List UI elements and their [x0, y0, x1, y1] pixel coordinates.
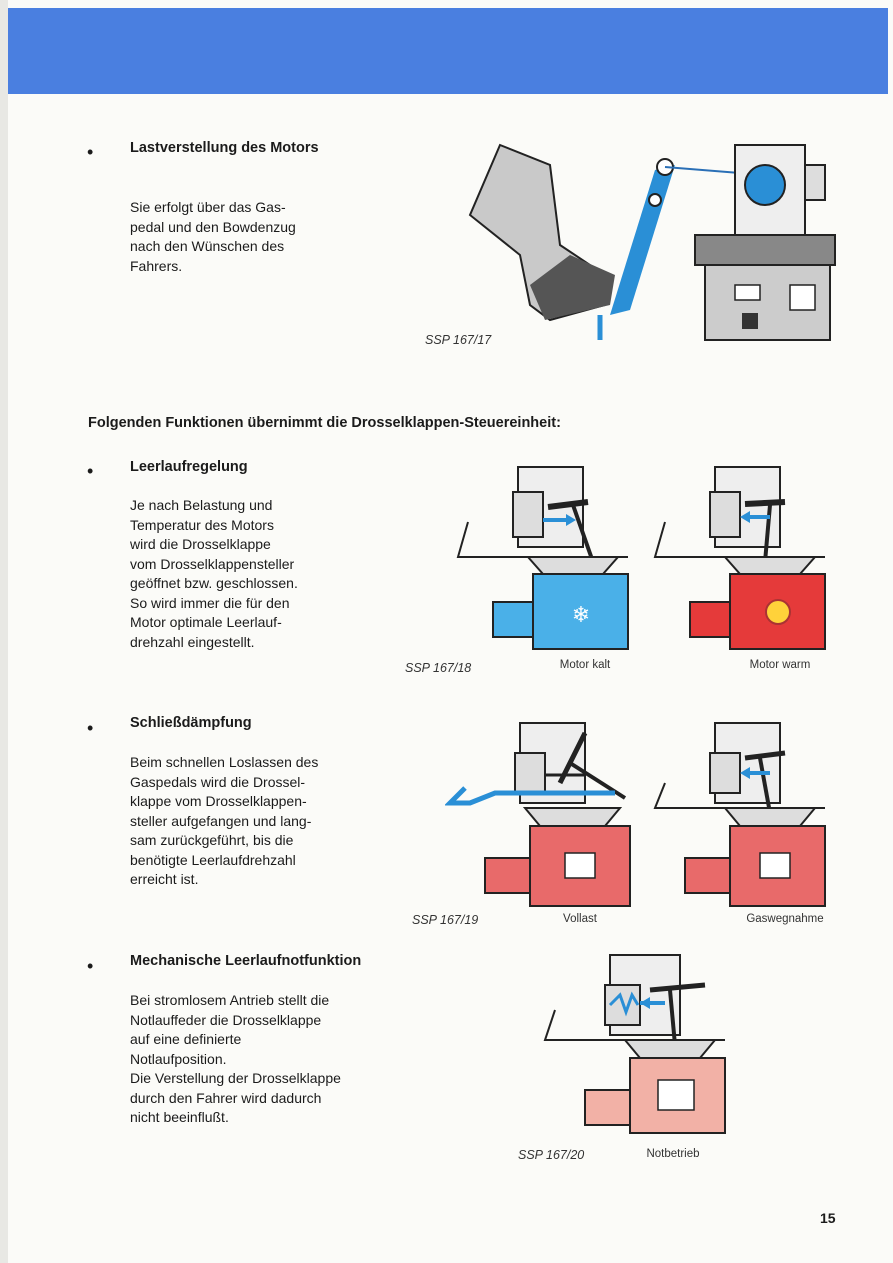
functions-title: Folgenden Funktionen übernimmt die Dross…: [88, 415, 561, 431]
bullet: •: [87, 956, 94, 976]
svg-text:❄: ❄: [572, 602, 590, 627]
bullet: •: [87, 461, 94, 481]
figure-code: SSP 167/18: [405, 661, 472, 675]
header-band: [8, 8, 888, 94]
page-number: 15: [820, 1210, 836, 1226]
intro-heading: Lastverstellung des Motors: [130, 140, 319, 156]
motor-cold-figure: ❄: [456, 466, 629, 650]
full-load-figure: [445, 722, 631, 907]
caption-label: Motor warm: [749, 659, 811, 671]
caption-label: Notbetrieb: [646, 1148, 700, 1160]
figure-code: SSP 167/19: [412, 913, 479, 927]
bullet: •: [87, 718, 94, 738]
bullet: •: [87, 142, 94, 162]
caption-label: Gaswegnahme: [746, 913, 824, 925]
page-edge: [0, 0, 8, 1263]
figure-code: SSP 167/20: [518, 1148, 585, 1162]
pedal-figure: [468, 143, 836, 341]
section-heading: Schließdämpfung: [130, 715, 252, 731]
section-heading: Mechanische Leerlaufnotfunktion: [130, 953, 362, 969]
intro-text: Sie erfolgt über das Gas- pedal und den …: [130, 199, 296, 274]
section-text: Bei stromlosem Antrieb stellt die Notlau…: [130, 992, 341, 1125]
emergency-mode-figure: [543, 954, 726, 1134]
section-text: Beim schnellen Loslassen des Gaspedals w…: [130, 754, 319, 887]
caption-label: Motor kalt: [559, 659, 611, 671]
motor-warm-figure: [653, 466, 826, 650]
section-heading: Leerlaufregelung: [130, 459, 248, 475]
caption-label: Vollast: [563, 913, 597, 925]
figure-code: SSP 167/17: [425, 333, 492, 347]
section-text: Je nach Belastung und Temperatur des Mot…: [130, 497, 298, 650]
throttle-release-figure: [653, 722, 826, 907]
